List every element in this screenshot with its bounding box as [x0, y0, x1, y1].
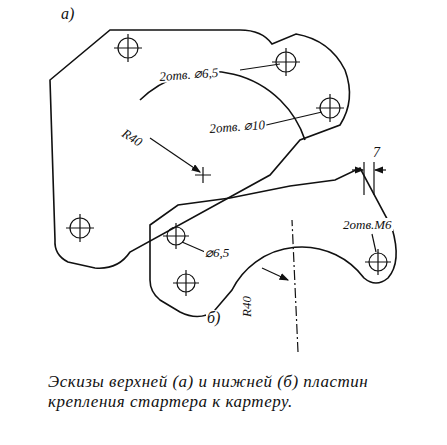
upper-plate-outline [50, 30, 349, 268]
dimension-label: R40 [240, 295, 253, 318]
dimension-label: 2отв. ⌀6,5 [158, 66, 220, 83]
lower-plate-outline [150, 168, 396, 317]
dimension-label: ⌀6,5 [204, 246, 230, 259]
view-letter: а) [60, 6, 75, 22]
dimension-label: 2отв. ⌀10 [208, 118, 266, 135]
dimension-label: 2отв.М6 [342, 218, 393, 231]
view-letter: б) [206, 310, 221, 326]
dimension-label: R40 [119, 126, 145, 149]
dimension-label: 7 [372, 146, 381, 160]
figure-caption: Эскизы верхней (а) и нижней (б) пластин … [48, 372, 388, 413]
